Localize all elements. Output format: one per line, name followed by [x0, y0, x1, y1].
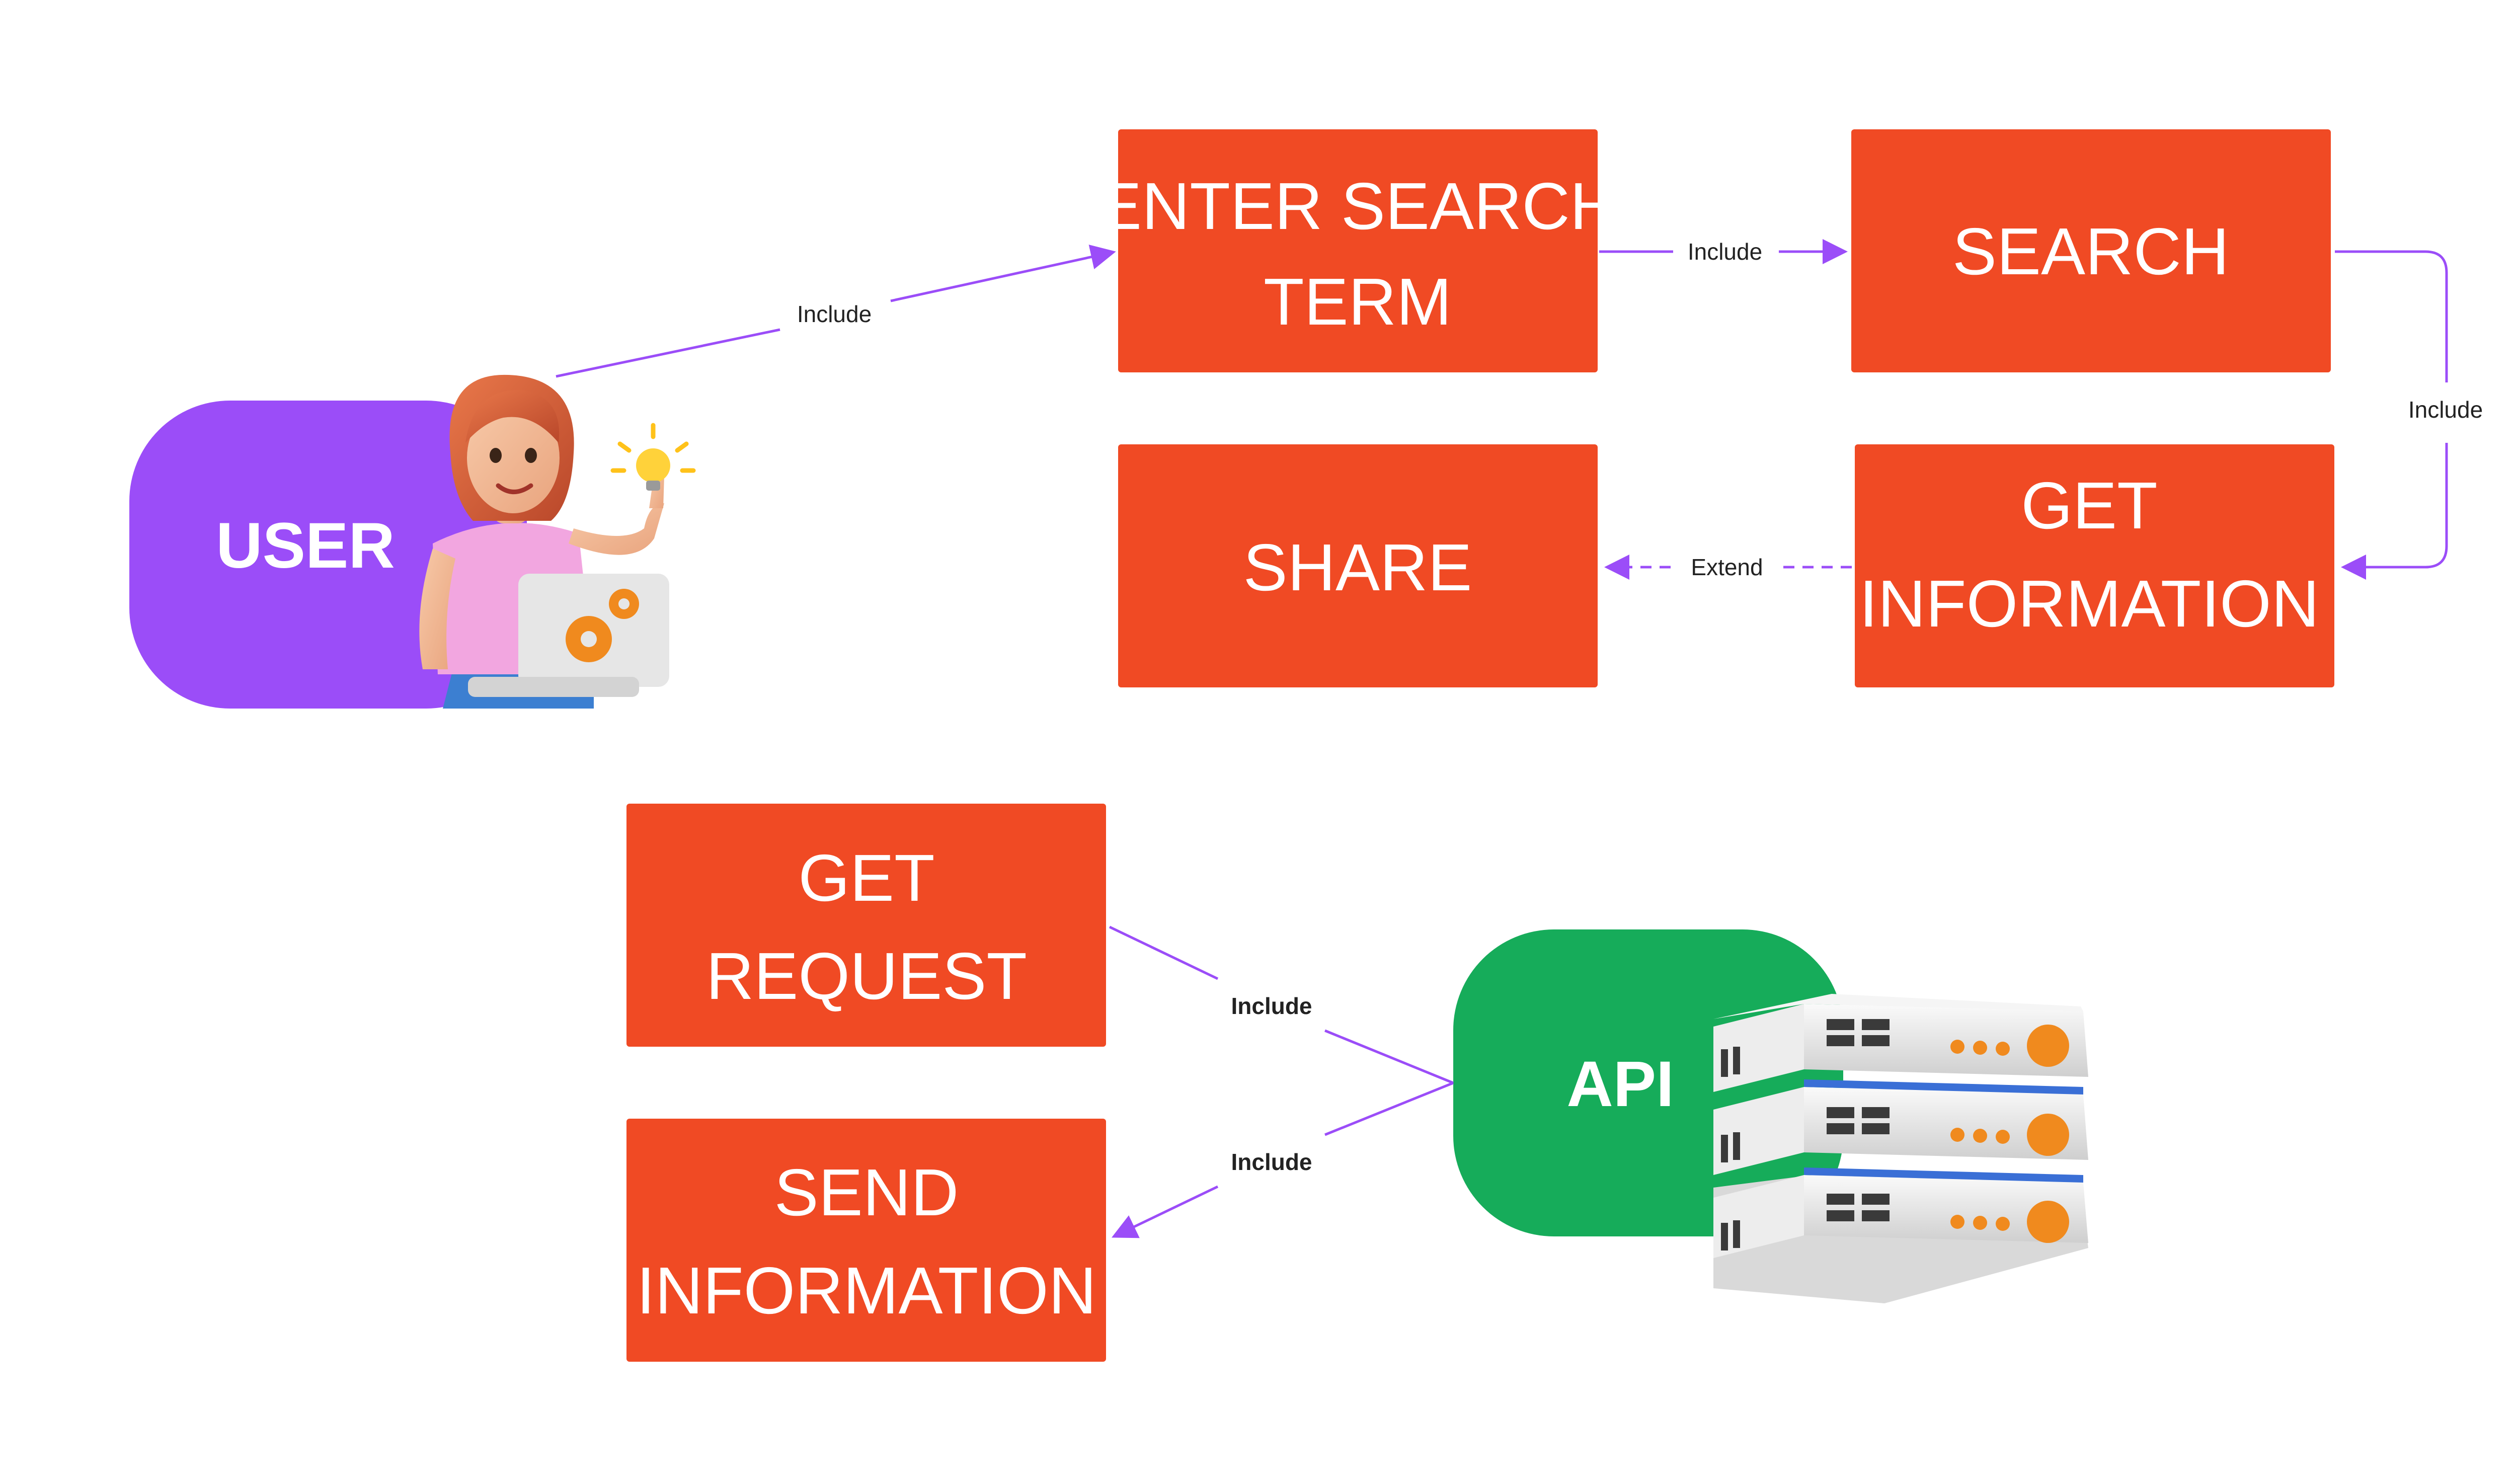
box-shape — [1118, 129, 1598, 372]
connector-line — [1324, 1081, 1454, 1136]
user-actor-label: USER — [216, 510, 395, 582]
server-stack-icon — [1713, 994, 2088, 1303]
connector-label: Extend — [1691, 554, 1763, 580]
get-request-box[interactable]: GET REQUEST — [626, 804, 1106, 1047]
connector-api-to-send-information: Include — [1111, 1081, 1454, 1238]
api-actor-label: API — [1566, 1048, 1674, 1120]
box-shape — [1851, 129, 2331, 372]
send-information-box[interactable]: SEND INFORMATION — [626, 1119, 1106, 1362]
connector-api-to-get-request: Include — [1109, 925, 1454, 1084]
box-label-line1: GET — [2021, 468, 2157, 542]
box-label-line1: ENTER SEARCH — [1097, 169, 1618, 243]
box-shape — [626, 804, 1106, 1047]
box-shape — [1855, 444, 2334, 687]
person-with-laptop-icon — [419, 374, 696, 709]
box-label-line2: INFORMATION — [637, 1254, 1096, 1327]
connector-search-to-get-information: Include — [2335, 250, 2483, 580]
box-shape — [626, 1119, 1106, 1362]
connector-get-information-to-share: Extend — [1604, 554, 1852, 580]
box-shape — [1118, 444, 1598, 687]
box-label-line2: INFORMATION — [1859, 567, 2319, 641]
connector-enter-to-search: Include — [1599, 239, 1848, 265]
connector-label: Include — [2408, 397, 2483, 423]
box-label-line2: REQUEST — [706, 939, 1027, 1013]
share-box[interactable]: SHARE — [1118, 444, 1598, 687]
box-label-line1: GET — [798, 841, 934, 915]
connector-label: Include — [1231, 993, 1312, 1019]
connector-user-to-enter-search-term: Include — [556, 245, 1116, 378]
connector-label: Include — [1688, 239, 1762, 265]
box-label: SHARE — [1243, 530, 1472, 604]
connector-label: Include — [1231, 1149, 1312, 1175]
search-box[interactable]: SEARCH — [1851, 129, 2331, 372]
box-label-line1: SEND — [774, 1155, 959, 1229]
connector-label: Include — [797, 301, 872, 327]
connector-arrow — [890, 245, 1116, 302]
enter-search-term-box[interactable]: ENTER SEARCH TERM — [1097, 129, 1618, 372]
connector-line — [556, 328, 780, 378]
connector-arrow — [2341, 443, 2448, 580]
connector-line — [1109, 925, 1219, 980]
box-label-line2: TERM — [1264, 265, 1452, 339]
connector-arrow — [1111, 1185, 1219, 1238]
get-information-box[interactable]: GET INFORMATION — [1855, 444, 2334, 687]
connector-line — [2335, 250, 2448, 382]
connector-line — [1324, 1029, 1454, 1084]
box-label: SEARCH — [1952, 214, 2229, 288]
